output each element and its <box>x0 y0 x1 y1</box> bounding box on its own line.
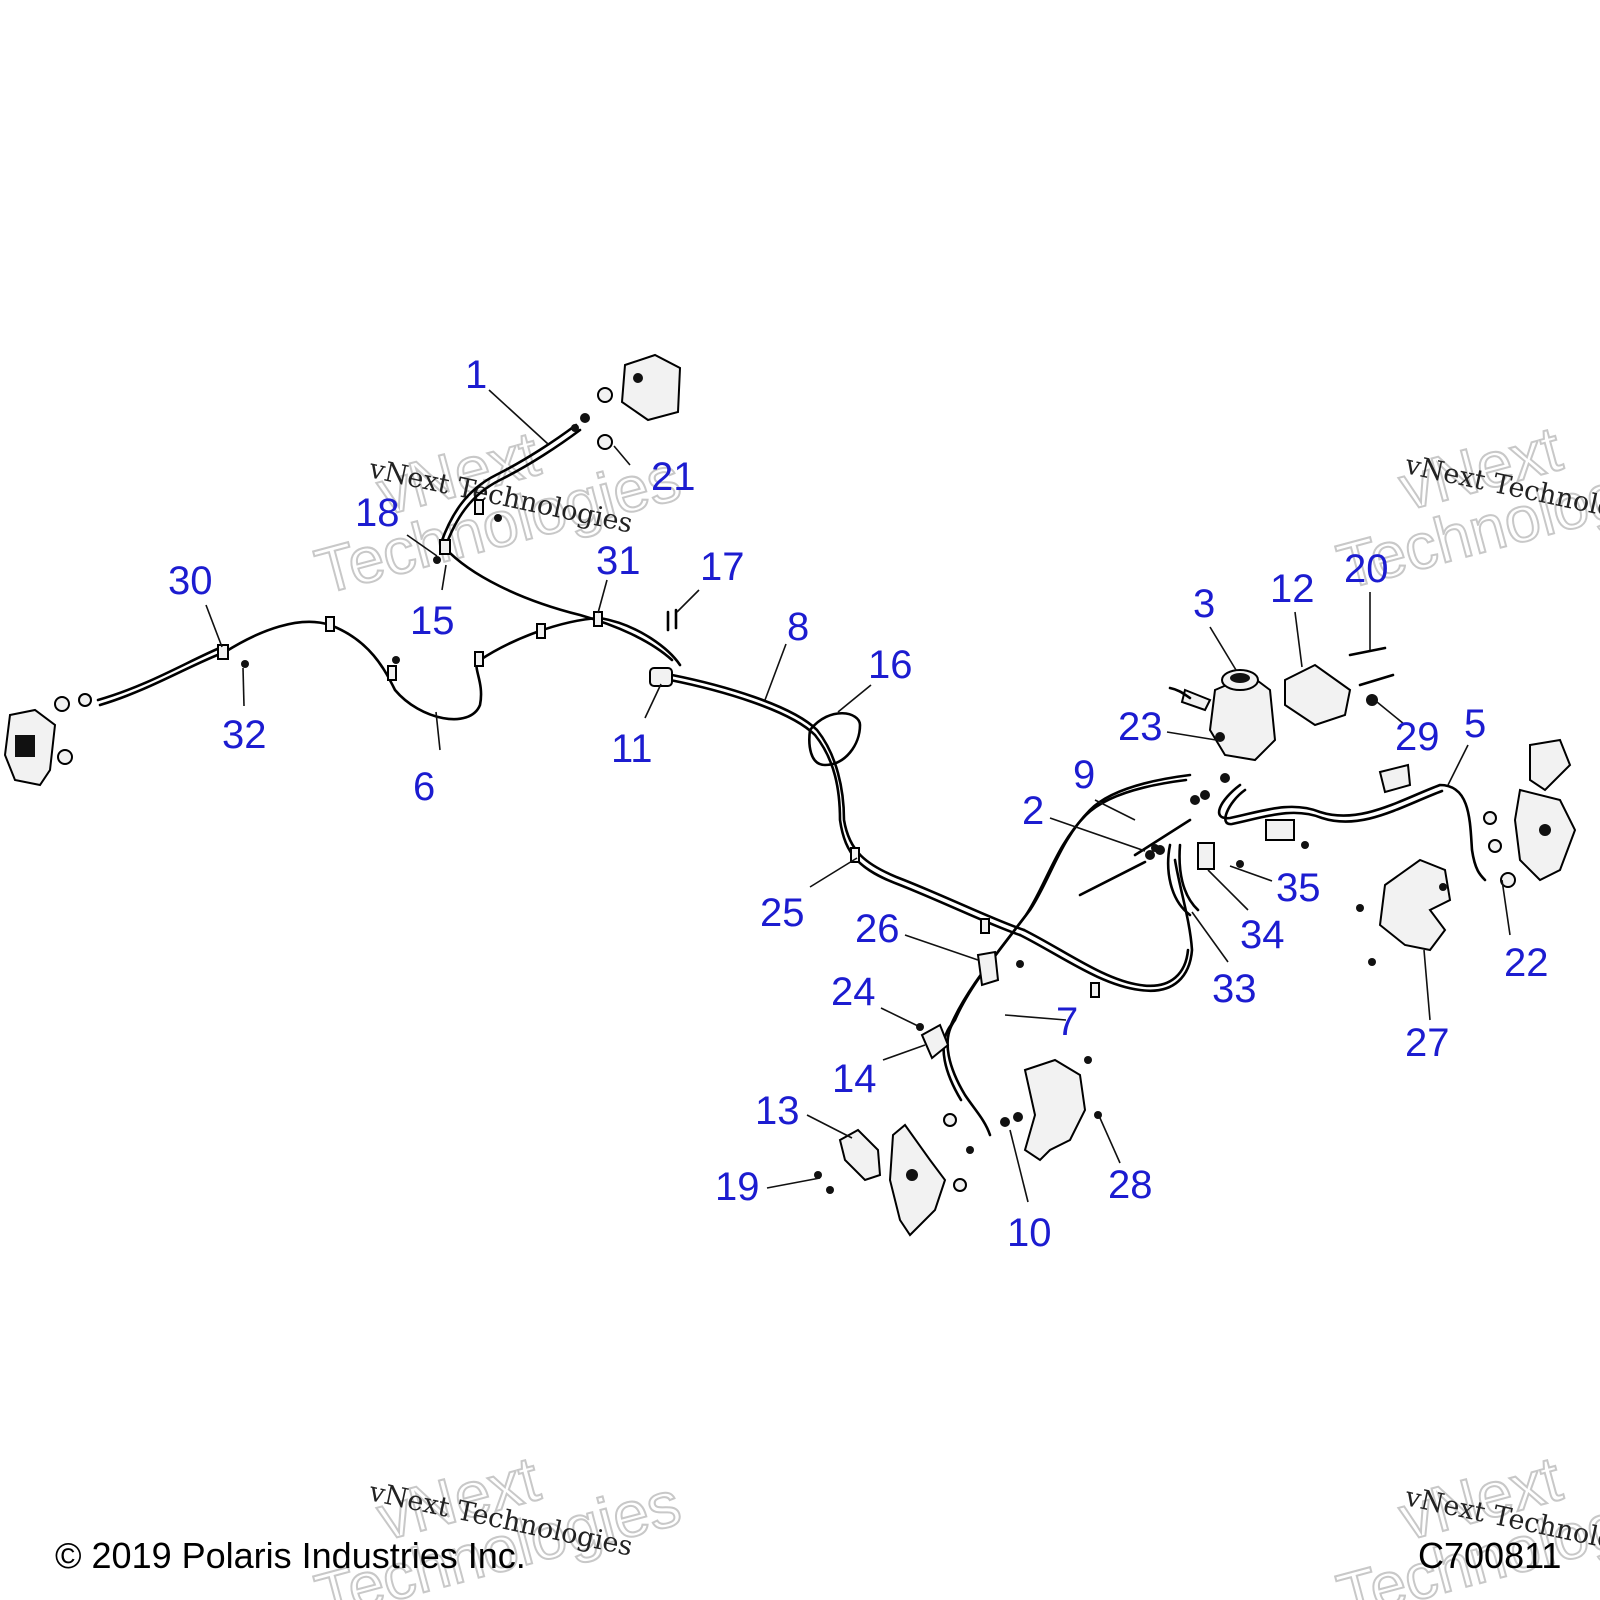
watermark-group: vNext Technologies vNext Technologies vN… <box>307 411 1600 1600</box>
clip-11 <box>649 667 673 687</box>
callout-2: 2 <box>1022 789 1044 833</box>
block-rh <box>1265 819 1295 841</box>
callout-6: 6 <box>413 765 435 809</box>
brake-line-rear-upper <box>443 428 674 662</box>
parts <box>3 353 1577 1237</box>
copyright-text: © 2019 Polaris Industries Inc. <box>55 1535 526 1576</box>
clip-29 <box>1378 763 1412 794</box>
line-clips <box>217 499 1100 998</box>
callout-13: 13 <box>755 1089 800 1133</box>
callout-18: 18 <box>355 491 400 535</box>
brake-line-5 <box>1217 783 1487 882</box>
callout-31: 31 <box>596 539 641 583</box>
brake-lines <box>96 423 1487 1137</box>
master-cylinder <box>1168 669 1277 762</box>
fittings-junction <box>1078 773 1309 897</box>
brake-line-25 <box>1018 858 1194 993</box>
bracket-13 <box>838 1128 882 1182</box>
clip-26 <box>976 950 1000 987</box>
callout-16: 16 <box>868 643 913 687</box>
callout-19: 19 <box>715 1165 760 1209</box>
leader-lines <box>205 389 1511 1203</box>
callout-27: 27 <box>1405 1021 1450 1065</box>
callout-25: 25 <box>760 891 805 935</box>
callout-30: 30 <box>168 559 213 603</box>
diagram-code: C700811 <box>1418 1535 1561 1576</box>
callout-26: 26 <box>855 907 900 951</box>
bolts-17 <box>666 608 678 632</box>
callout-3: 3 <box>1193 582 1215 626</box>
brake-line-8 <box>668 678 1022 937</box>
shield-27 <box>1378 858 1452 952</box>
callout-35: 35 <box>1276 866 1321 910</box>
callout-29: 29 <box>1395 715 1440 759</box>
block-34 <box>1197 842 1215 870</box>
callout-15: 15 <box>410 599 455 643</box>
callout-20: 20 <box>1344 547 1389 591</box>
callout-34: 34 <box>1240 913 1285 957</box>
callout-labels: 1 2 3 5 6 7 8 9 10 11 12 13 14 15 16 17 … <box>168 353 1549 1255</box>
callout-12: 12 <box>1270 567 1315 611</box>
bracket-12 <box>1284 663 1352 727</box>
callout-33: 33 <box>1212 967 1257 1011</box>
misc-bolts <box>241 514 1447 1194</box>
bolts-20 <box>1348 646 1395 706</box>
shield-28 <box>1023 1058 1087 1162</box>
clip-14 <box>920 1023 950 1060</box>
rear-left-caliper <box>3 693 92 787</box>
callout-8: 8 <box>787 605 809 649</box>
callout-22: 22 <box>1504 941 1549 985</box>
callout-1: 1 <box>465 353 487 397</box>
callout-21: 21 <box>651 455 696 499</box>
callout-23: 23 <box>1118 705 1163 749</box>
front-right-caliper <box>1483 738 1577 888</box>
callout-10: 10 <box>1007 1211 1052 1255</box>
rear-right-caliper <box>571 353 682 450</box>
callout-9: 9 <box>1073 753 1095 797</box>
callout-28: 28 <box>1108 1163 1153 1207</box>
callout-24: 24 <box>831 970 876 1014</box>
front-left-caliper <box>888 1113 967 1237</box>
callout-7: 7 <box>1056 1000 1078 1044</box>
callout-14: 14 <box>832 1057 877 1101</box>
callout-5: 5 <box>1464 702 1486 746</box>
callout-17: 17 <box>700 545 745 589</box>
callout-11: 11 <box>611 727 653 771</box>
clip-16 <box>808 712 862 767</box>
callout-32: 32 <box>222 713 267 757</box>
